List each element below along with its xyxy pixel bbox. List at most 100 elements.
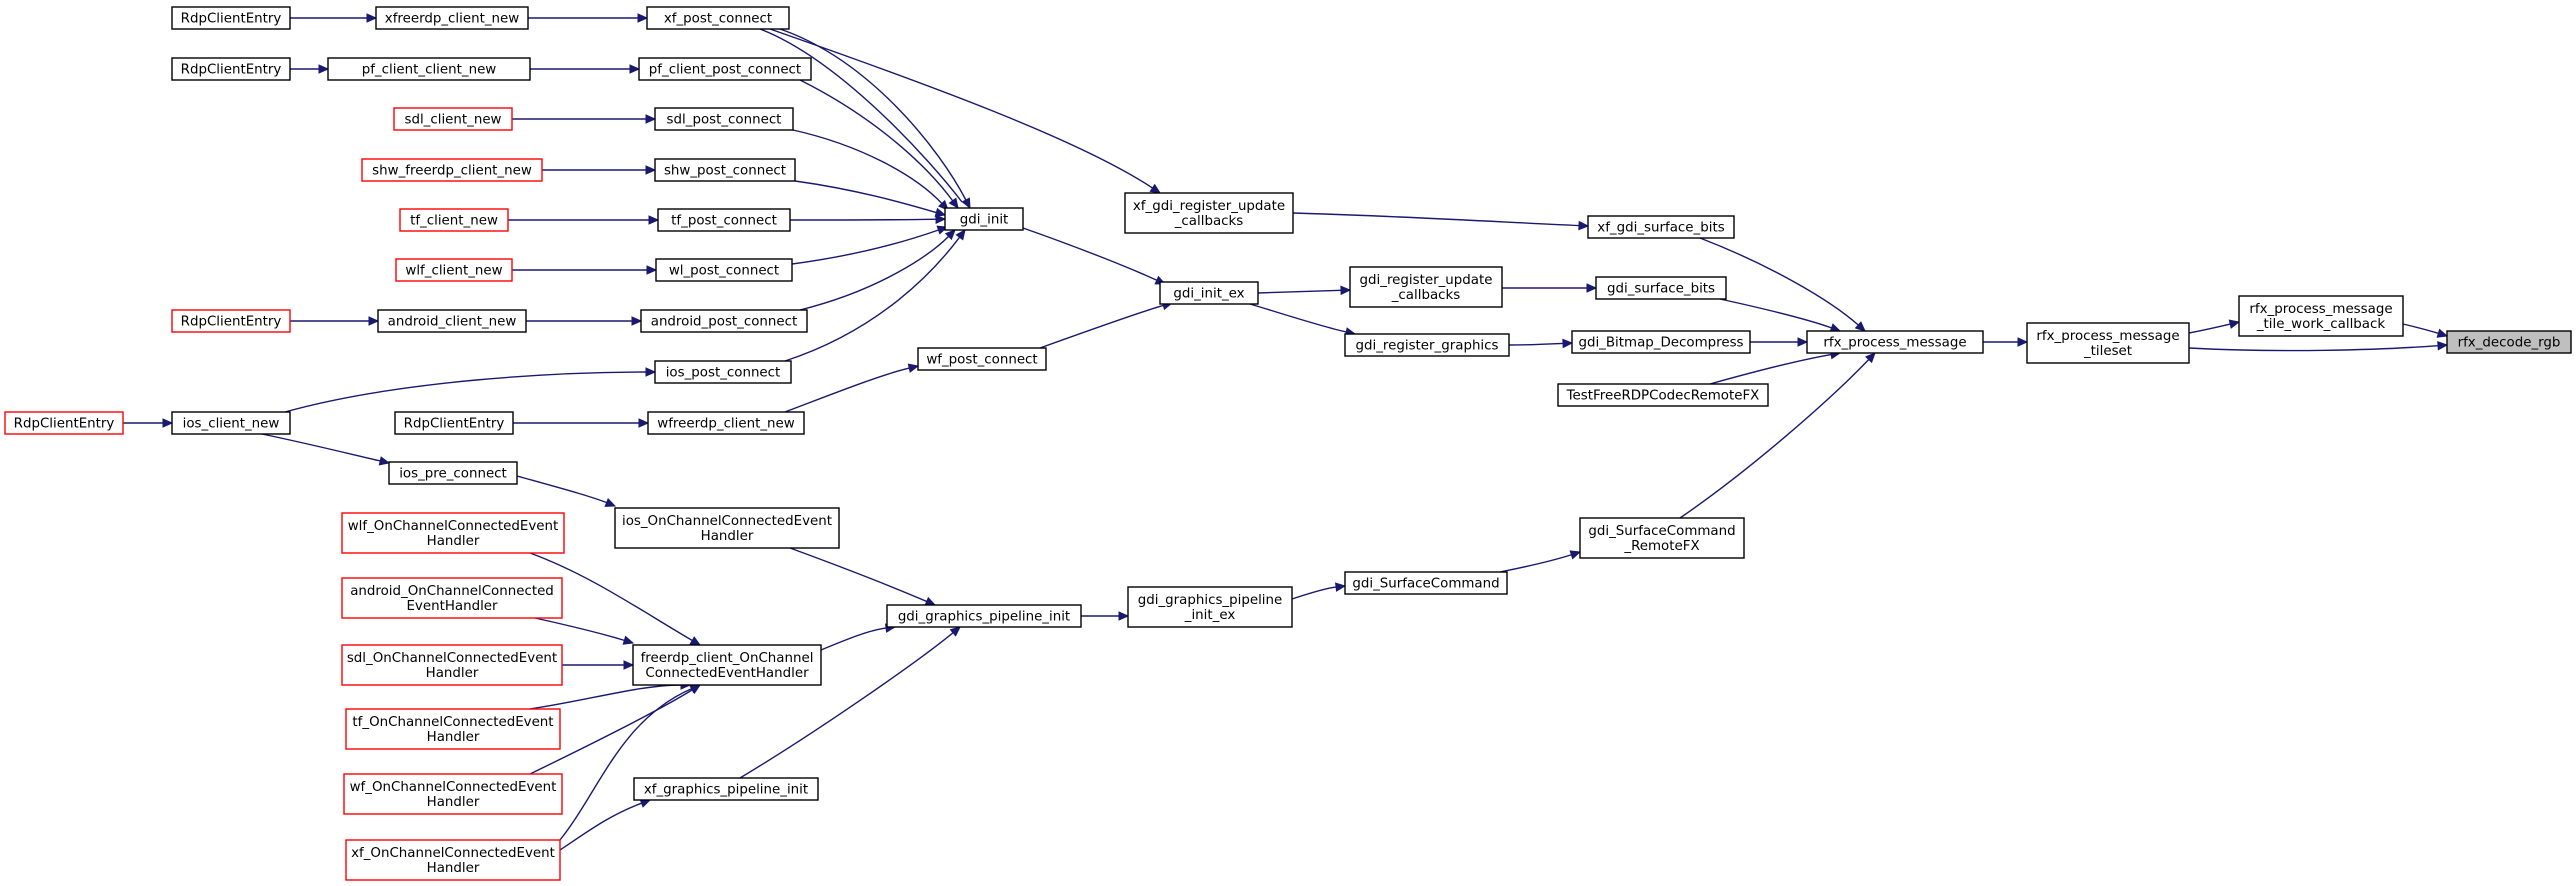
node-rdp2[interactable]: RdpClientEntry [171,57,291,81]
node-wlf-new[interactable]: wlf_client_new [395,258,513,282]
node-ios-new[interactable]: ios_client_new [171,411,291,435]
node-test-fx[interactable]: TestFreeRDPCodecRemoteFX [1557,383,1769,407]
node-rfx-pm[interactable]: rfx_process_message [1806,330,1984,354]
node-box [341,512,565,554]
edge-pf_post-to-gdi_init [799,79,959,209]
node-box [1159,281,1259,305]
node-label: android_client_new [388,315,517,330]
node-box [4,411,124,435]
node-xf-gp-init[interactable]: xf_graphics_pipeline_init [633,777,819,801]
node-xf-reg[interactable]: xf_gdi_register_update_callbacks [1124,192,1294,234]
node-freerdp-chan[interactable]: freerdp_client_OnChannelConnectedEventHa… [632,644,822,686]
node-ios-post[interactable]: ios_post_connect [654,360,792,384]
node-label: Handler [427,730,480,745]
node-box [632,644,822,686]
node-gdi-init[interactable]: gdi_init [944,207,1024,231]
node-gdi-init-ex[interactable]: gdi_init_ex [1159,281,1259,305]
node-shw-new[interactable]: shw_freerdp_client_new [361,158,543,182]
node-label: _init_ex [1184,608,1236,623]
node-gdi-gp-init-ex[interactable]: gdi_graphics_pipeline_init_ex [1127,586,1293,628]
node-gdi-gp-init[interactable]: gdi_graphics_pipeline_init [886,604,1082,628]
node-android-post[interactable]: android_post_connect [640,309,808,333]
node-tf-post[interactable]: tf_post_connect [657,208,791,232]
node-label: ios_pre_connect [399,467,507,482]
node-sdl-new[interactable]: sdl_client_new [393,107,513,131]
node-box [1571,330,1751,354]
node-gdi-surf[interactable]: gdi_surface_bits [1595,276,1727,300]
edge-ios_new-to-ios_post [284,367,657,413]
node-tf-new[interactable]: tf_client_new [399,208,509,232]
node-label: EventHandler [406,599,498,614]
node-box [171,309,291,333]
edge-gdi_reg_upd-to-gdi_surf [1502,283,1598,293]
node-pf-post[interactable]: pf_client_post_connect [638,57,812,81]
node-sdl-post[interactable]: sdl_post_connect [654,107,794,131]
node-rdp4[interactable]: RdpClientEntry [4,411,124,435]
edge-xf_post-to-xf_reg [769,28,1162,194]
node-xfreerdp-new[interactable]: xfreerdp_client_new [375,6,529,30]
node-gdi-reg-upd[interactable]: gdi_register_update_callbacks [1349,266,1503,308]
node-box [1587,215,1735,239]
node-label: sdl_post_connect [667,113,782,128]
node-label: RdpClientEntry [181,315,282,330]
edge-gdi_surf-to-rfx_pm [1719,298,1842,333]
node-label: Handler [426,666,479,681]
node-gdi-reg-gfx[interactable]: gdi_register_graphics [1344,333,1510,357]
edge-ios_pre-to-ios_chan [516,475,617,507]
node-box [399,208,509,232]
node-label: ios_OnChannelConnectedEvent [622,514,832,529]
node-android-new[interactable]: android_client_new [377,309,527,333]
node-label: xf_OnChannelConnectedEvent [351,846,555,861]
edge-gdi_sc_rfx-to-rfx_pm [1679,352,1876,519]
node-label: gdi_register_update [1360,273,1493,288]
edge-xf_chan-to-freerdp_chan [559,684,702,841]
edge-sdl_new-to-sdl_post [511,114,657,124]
node-gdi-bmp[interactable]: gdi_Bitmap_Decompress [1571,330,1751,354]
node-rfx-rgb[interactable]: rfx_decode_rgb [2446,330,2572,354]
edge-sdl_post-to-gdi_init [792,129,949,211]
node-box [343,773,563,815]
node-label: _tile_work_callback [2256,317,2385,332]
node-rdp3[interactable]: RdpClientEntry [171,309,291,333]
node-rdp5[interactable]: RdpClientEntry [394,411,514,435]
node-box [171,6,291,30]
node-rfx-tileset[interactable]: rfx_process_message_tileset [2026,322,2190,364]
node-wf-post[interactable]: wf_post_connect [917,347,1047,371]
node-label: gdi_init [960,213,1009,228]
node-box [345,708,561,750]
node-gdi-sc-rfx[interactable]: gdi_SurfaceCommand_RemoteFX [1579,517,1745,559]
edge-shw_post-to-gdi_init [794,180,947,217]
edge-android_chan-to-freerdp_chan [534,617,635,645]
node-wfreerdp-new[interactable]: wfreerdp_client_new [647,411,805,435]
node-label: gdi_register_graphics [1355,339,1498,354]
node-shw-post[interactable]: shw_post_connect [654,158,796,182]
node-pf-new[interactable]: pf_client_client_new [327,57,531,81]
edge-android_post-to-gdi_init [799,229,956,311]
edge-tf_post-to-gdi_init [789,214,947,224]
node-label: wlf_OnChannelConnectedEvent [348,519,559,534]
edge-gdi_gp_init_ex-to-gdi_sc [1291,582,1347,600]
node-gdi-sc[interactable]: gdi_SurfaceCommand [1344,571,1508,595]
node-label: _RemoteFX [1623,539,1699,554]
node-label: RdpClientEntry [181,12,282,27]
node-xf-post[interactable]: xf_post_connect [646,6,790,30]
node-xf-surf[interactable]: xf_gdi_surface_bits [1587,215,1735,239]
node-label: wlf_client_new [405,264,502,279]
node-box [341,644,563,686]
node-label: _callbacks [1174,214,1244,229]
node-label: tf_client_new [410,214,498,229]
node-box [654,158,796,182]
node-ios-pre[interactable]: ios_pre_connect [388,461,518,485]
node-rfx-tile-cb[interactable]: rfx_process_message_tile_work_callback [2238,295,2404,337]
node-rdp1[interactable]: RdpClientEntry [171,6,291,30]
node-wl-post[interactable]: wl_post_connect [655,258,793,282]
node-label: gdi_init_ex [1173,287,1244,302]
